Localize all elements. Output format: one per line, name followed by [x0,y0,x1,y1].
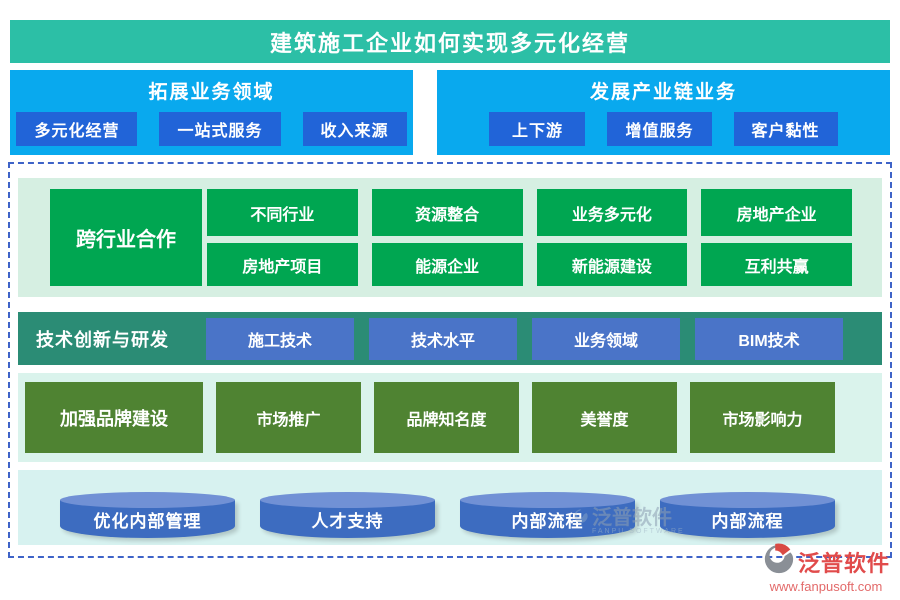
tech-innovation-buttons: 施工技术 技术水平 业务领域 BIM技术 [206,317,843,360]
tag-business-diversification: 业务多元化 [536,189,688,236]
cylinder-label: 人才支持 [311,511,384,531]
cylinder-label: 内部流程 [511,511,584,531]
logo-website-link[interactable]: www.fanpusoft.com [769,579,883,594]
tag-mutual-benefit: 互利共赢 [701,243,852,286]
cross-industry-label: 跨行业合作 [50,189,202,286]
tech-innovation-label: 技术创新与研发 [36,329,169,350]
tag-construction-technology: 施工技术 [206,317,354,360]
cylinder-label: 优化内部管理 [93,511,202,531]
industry-chain-buttons: 上下游 增值服务 客户黏性 [489,112,838,146]
tag-different-industries: 不同行业 [207,189,358,236]
cylinder-internal-process-2: 内部流程 [660,492,835,538]
tag-market-influence: 市场影响力 [690,382,835,453]
tag-business-field: 业务领域 [532,317,680,360]
tag-income-source: 收入来源 [302,112,407,146]
cylinder-talent-support: 人才支持 [260,492,435,538]
panel-industry-chain: 发展产业链业务 上下游 增值服务 客户黏性 [437,70,890,155]
tag-value-added-service: 增值服务 [607,112,712,146]
fanpu-logo: 泛普软件 www.fanpusoft.com [762,542,890,594]
cylinder-label: 内部流程 [711,511,784,531]
tag-technical-level: 技术水平 [369,317,517,360]
tag-energy-enterprise: 能源企业 [371,243,523,286]
tag-upstream-downstream: 上下游 [489,112,586,146]
tag-market-promotion: 市场推广 [216,382,361,453]
tag-one-stop-service: 一站式服务 [159,112,281,146]
brand-building-label: 加强品牌建设 [25,382,203,453]
expand-business-header: 拓展业务领域 [148,82,275,103]
cylinder-optimize-internal-management: 优化内部管理 [60,492,235,538]
tag-new-energy-construction: 新能源建设 [536,243,688,286]
tag-bim-technology: BIM技术 [695,317,843,360]
tag-resource-integration: 资源整合 [371,189,523,236]
top-strategy-row: 拓展业务领域 多元化经营 一站式服务 收入来源 发展产业链业务 上下游 增值服务… [10,70,890,155]
tag-brand-awareness: 品牌知名度 [374,382,519,453]
diagram-title: 建筑施工企业如何实现多元化经营 [10,20,890,63]
tag-customer-stickiness: 客户黏性 [733,112,838,146]
tag-real-estate-project: 房地产项目 [207,243,358,286]
section-cross-industry: 跨行业合作 不同行业 资源整合 业务多元化 房地产企业 房地产项目 能源企业 新… [18,178,882,297]
fanpu-logo-icon [762,542,796,581]
cylinder-internal-process-1: 内部流程 [460,492,635,538]
industry-chain-header: 发展产业链业务 [589,82,737,103]
expand-business-buttons: 多元化经营 一站式服务 收入来源 [16,112,407,146]
section-tech-innovation: 技术创新与研发 施工技术 技术水平 业务领域 BIM技术 [18,312,882,365]
logo-company-name: 泛普软件 [797,550,890,576]
tag-reputation: 美誉度 [532,382,677,453]
section-brand-building: 加强品牌建设 市场推广 品牌知名度 美誉度 市场影响力 [18,373,882,462]
tag-diversified-operation: 多元化经营 [16,112,138,146]
main-diagram-area: 跨行业合作 不同行业 资源整合 业务多元化 房地产企业 房地产项目 能源企业 新… [8,162,892,558]
section-internal-management: 优化内部管理 人才支持 内部流程 内部流程 泛普软件 FANPU SOFTWAR… [18,470,882,545]
cross-industry-grid: 不同行业 资源整合 业务多元化 房地产企业 房地产项目 能源企业 新能源建设 互… [207,189,852,286]
panel-expand-business: 拓展业务领域 多元化经营 一站式服务 收入来源 [10,70,413,155]
tag-real-estate-enterprise: 房地产企业 [701,189,852,236]
